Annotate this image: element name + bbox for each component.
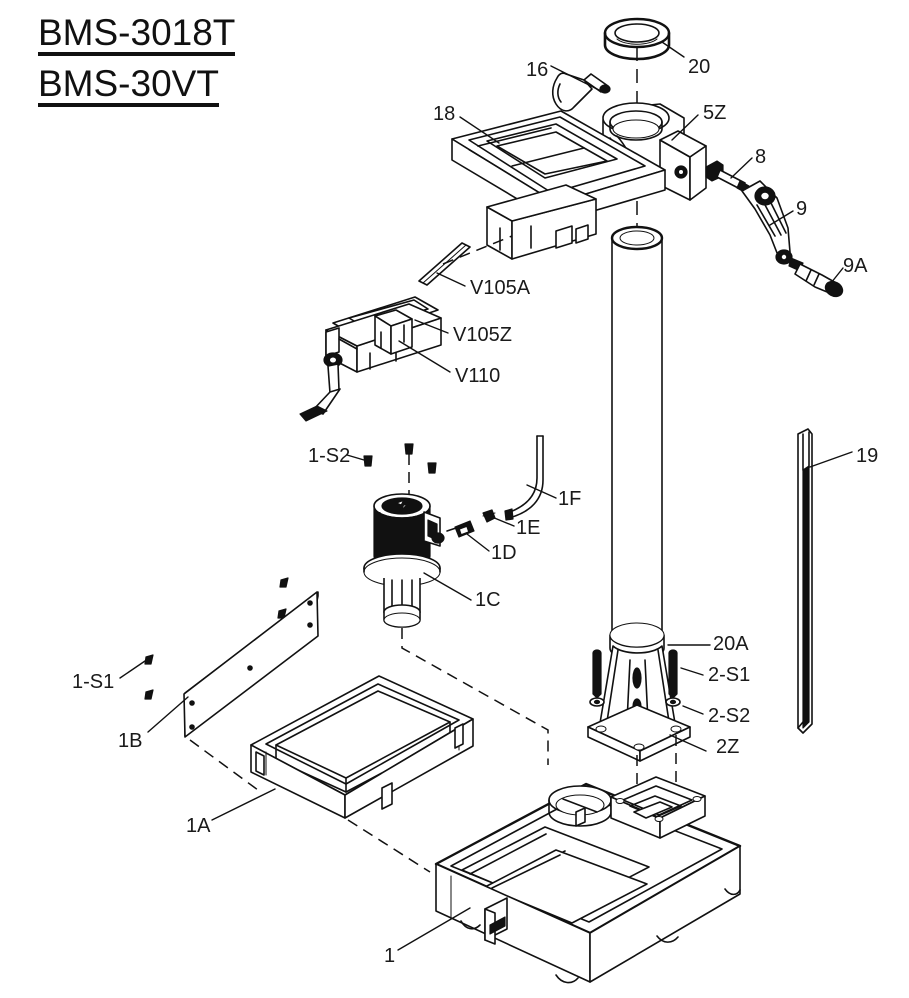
lead-8 [730,157,753,179]
lead-19 [809,451,853,468]
lead-1-S1 [119,660,146,679]
callout-label-18: 18 [433,103,456,125]
part-2-S1-base-bolts [592,649,678,699]
lead-1 [397,907,471,951]
part-1B-tank-side-panel [183,591,319,738]
part-1C-coolant-pump-motor [363,493,445,628]
part-19-column-rack-strip [797,428,813,734]
part-V105Z-machine-vise-body [299,296,442,422]
callout-label-19: 19 [856,445,879,467]
centerline-tray-to-base [347,819,431,873]
callout-label-1A: 1A [186,815,211,837]
lead-9A [830,267,844,284]
callout-label-V105Z: V105Z [453,324,512,346]
lead-9 [769,210,794,226]
callout-label-1E: 1E [516,517,541,539]
callout-label-2Z: 2Z [716,736,740,758]
part-2-S2-base-washers [589,697,681,707]
lead-V105Z [414,319,449,334]
model-number-secondary: BMS-30VT [38,65,219,107]
part-1A-coolant-tank-tray [250,675,474,819]
part-2Z-column-base-plate [587,704,691,762]
lead-V105A [436,272,466,287]
centerline-vise-bar [442,235,513,265]
part-1F-coolant-outlet-pipe [504,435,544,521]
part-8-crank-pin-bolt [705,160,750,194]
callout-label-1F: 1F [558,488,582,510]
lead-1A [211,788,276,821]
title-block: BMS-3018T BMS-30VT [38,14,338,116]
callout-label-1D: 1D [491,542,517,564]
main-column-tube [610,225,664,638]
callout-label-5Z: 5Z [703,102,727,124]
callout-label-20A: 20A [713,633,749,655]
callout-label-1-S1: 1-S1 [72,671,115,693]
callout-label-9A: 9A [843,255,868,277]
part-1E-hose-fitting-nut [482,509,496,523]
lead-18 [459,116,500,144]
callout-label-9: 9 [796,198,808,220]
callout-label-2-S1: 2-S1 [708,664,751,686]
lead-1D [466,533,490,552]
callout-label-V110: V110 [455,365,501,387]
lead-1C [423,572,472,601]
lead-1E [491,516,515,527]
lead-V110 [398,340,451,373]
callout-label-1C: 1C [475,589,501,611]
lead-16 [550,65,602,92]
callout-label-20: 20 [688,56,711,78]
callout-label-2-S2: 2-S2 [708,705,751,727]
centerline-panel-to-tray [189,739,263,794]
callout-label-8: 8 [755,146,767,168]
part-1-S2-motor-mount-screws [363,443,437,474]
callout-label-1: 1 [384,945,396,967]
part-1-machine-base [434,776,742,984]
callout-label-1-S2: 1-S2 [308,445,351,467]
lead-2-S2 [682,705,704,715]
callout-label-16: 16 [526,59,549,81]
lead-2-S1 [680,667,704,676]
lead-1-S2 [346,454,365,461]
lead-1F [526,484,557,499]
part-16-table-lock-handle [551,72,611,112]
part-20A-column-base-flange [598,622,677,730]
lead-1B [147,696,189,733]
lead-5Z [671,114,699,141]
part-V110-vise-jaw-assembly [374,309,413,355]
centerline-pump-to-base [401,628,549,765]
model-number-primary: BMS-3018T [38,14,236,56]
part-9A-elevation-crank-handle [788,257,844,298]
callout-label-V105A: V105A [470,277,531,299]
part-18-work-table [451,110,666,260]
callout-label-1B: 1B [118,730,143,752]
part-9-table-elevation-link [741,180,793,265]
part-1D-pump-outlet-connector [446,520,475,538]
lead-20 [661,41,685,58]
